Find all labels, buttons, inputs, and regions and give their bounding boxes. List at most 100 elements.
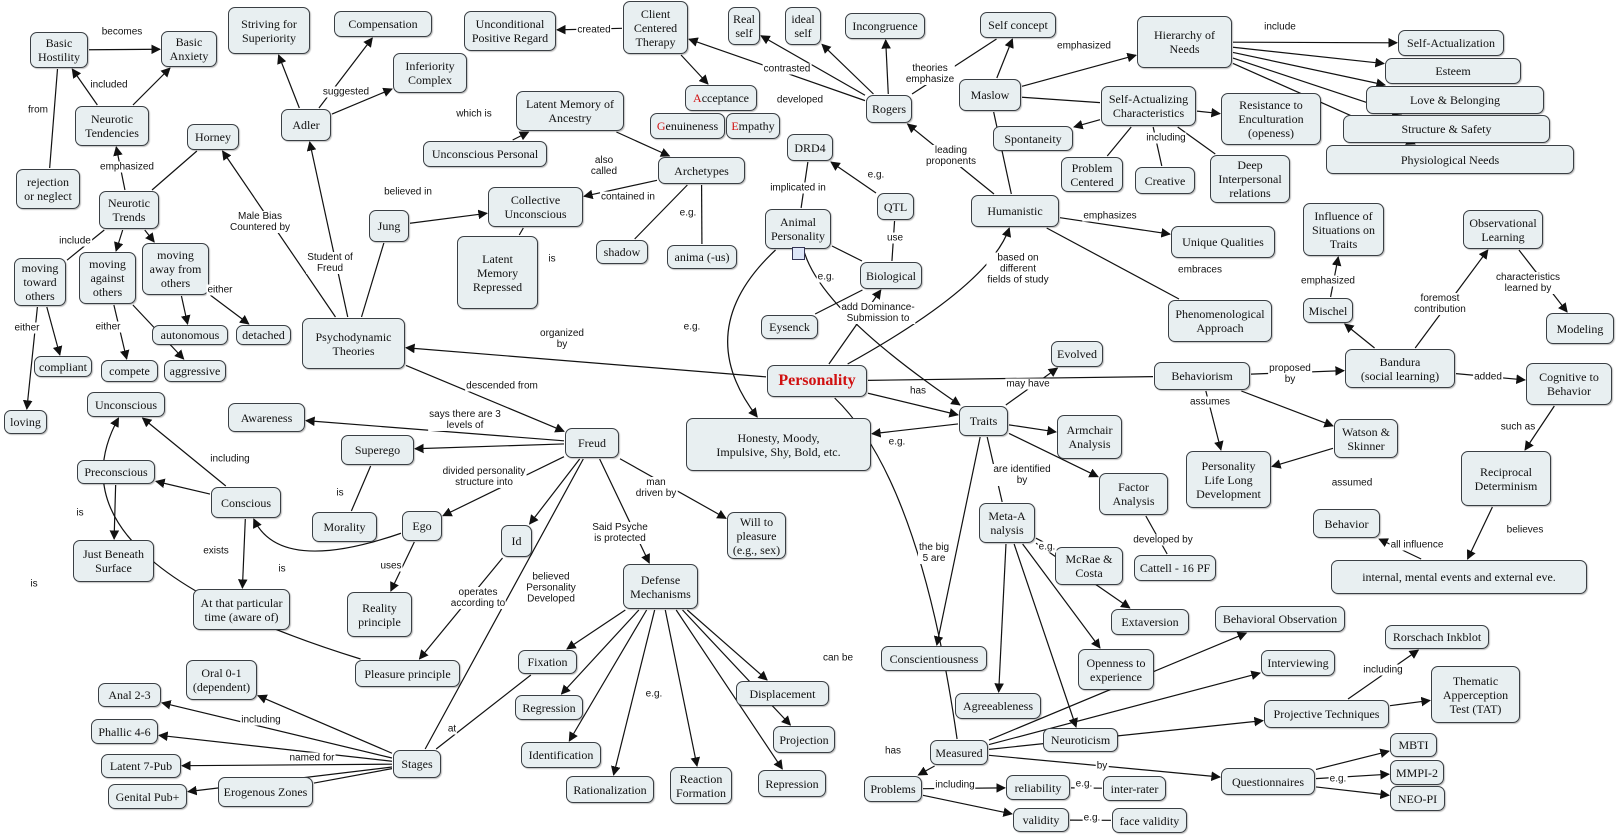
node-mcrae[interactable]: McRae & Costa [1055, 547, 1123, 585]
node-reality[interactable]: Reality principle [347, 592, 412, 637]
node-bandura[interactable]: Bandura (social learning) [1345, 349, 1455, 388]
node-collective[interactable]: Collective Unconscious [488, 187, 583, 227]
node-moving-away[interactable]: moving away from others [142, 243, 209, 295]
node-rejection[interactable]: rejection or neglect [16, 169, 80, 209]
node-neuroticism[interactable]: Neuroticism [1043, 728, 1118, 752]
node-autonomous[interactable]: autonomous [152, 325, 228, 345]
node-defense[interactable]: Defense Mechanisms [623, 564, 698, 609]
node-preconscious[interactable]: Preconscious [77, 460, 155, 484]
node-face-validity[interactable]: face validity [1112, 808, 1187, 833]
node-archetypes[interactable]: Archetypes [658, 157, 745, 184]
node-agreeableness[interactable]: Agreeableness [955, 693, 1041, 719]
node-eysenck[interactable]: Eysenck [761, 315, 818, 339]
node-resistance[interactable]: Resistance to Enculturation (openess) [1221, 93, 1321, 145]
node-reliability[interactable]: reliability [1006, 775, 1070, 800]
node-compliant[interactable]: compliant [34, 356, 92, 377]
node-self-act-char[interactable]: Self-Actualizing Characteristics [1101, 86, 1196, 126]
node-incongruence[interactable]: Incongruence [845, 13, 925, 39]
node-erogenous[interactable]: Erogenous Zones [218, 777, 313, 807]
node-personality-lifelong[interactable]: Personality Life Long Development [1186, 451, 1271, 508]
node-reciprocal[interactable]: Reciprocal Determinism [1461, 451, 1551, 506]
node-biological[interactable]: Biological [860, 262, 922, 289]
node-repression[interactable]: Repression [758, 770, 826, 797]
node-hierarchy[interactable]: Hierarchy of Needs [1137, 16, 1232, 68]
node-detached[interactable]: detached [236, 325, 291, 345]
node-self-concept[interactable]: Self concept [980, 12, 1056, 38]
node-rorschach[interactable]: Rorschach Inkblot [1385, 625, 1489, 649]
node-anal[interactable]: Anal 2-3 [98, 683, 161, 707]
node-basic-anxiety[interactable]: Basic Anxiety [161, 31, 217, 67]
node-reaction-formation[interactable]: Reaction Formation [670, 767, 732, 804]
node-extaversion[interactable]: Extaversion [1111, 609, 1189, 635]
node-neurotic-tendencies[interactable]: Neurotic Tendencies [75, 106, 149, 146]
node-behavior[interactable]: Behavior [1313, 509, 1380, 538]
node-structure[interactable]: Structure & Safety [1343, 115, 1550, 143]
node-at-that-time[interactable]: At that particular time (aware of) [193, 589, 290, 630]
node-influence-situations[interactable]: Influence of Situations on Traits [1303, 203, 1384, 256]
node-mbti[interactable]: MBTI [1390, 733, 1437, 757]
node-observational[interactable]: Observational Learning [1463, 210, 1543, 249]
node-inferiority[interactable]: Inferiority Complex [393, 53, 467, 93]
node-basic-hostility[interactable]: Basic Hostility [30, 32, 88, 68]
node-will-pleasure[interactable]: Will to pleasure (e.g., sex) [727, 512, 786, 559]
node-id[interactable]: Id [501, 525, 532, 557]
node-compete[interactable]: compete [101, 360, 158, 382]
node-behaviorism[interactable]: Behaviorism [1154, 362, 1250, 390]
node-ideal-self[interactable]: ideal self [785, 7, 821, 45]
node-genital[interactable]: Genital Pub+ [108, 784, 187, 809]
node-rogers[interactable]: Rogers [866, 95, 912, 123]
node-displacement[interactable]: Displacement [736, 681, 829, 706]
node-stages[interactable]: Stages [393, 750, 441, 778]
node-pleasure-principle[interactable]: Pleasure principle [355, 660, 460, 687]
node-freud[interactable]: Freud [565, 428, 619, 458]
node-esteem[interactable]: Esteem [1385, 58, 1521, 84]
node-conscientiousness[interactable]: Conscientiousness [881, 646, 987, 671]
node-moving-against[interactable]: moving against others [79, 252, 136, 304]
node-self-actualization[interactable]: Self-Actualization [1398, 30, 1504, 56]
node-superego[interactable]: Superego [341, 435, 414, 465]
node-animal-personality[interactable]: Animal Personality [765, 209, 831, 249]
node-neurotic-trends[interactable]: Neurotic Trends [99, 191, 159, 229]
node-identification[interactable]: Identification [521, 742, 601, 768]
node-latent-repressed[interactable]: Latent Memory Repressed [457, 236, 538, 309]
node-love[interactable]: Love & Belonging [1366, 86, 1544, 114]
node-questionnaires[interactable]: Questionnaires [1221, 768, 1315, 795]
node-physiological[interactable]: Physiological Needs [1326, 145, 1574, 174]
node-cattell[interactable]: Cattell - 16 PF [1134, 555, 1216, 581]
node-humanistic[interactable]: Humanistic [971, 195, 1059, 227]
node-fixation[interactable]: Fixation [518, 650, 577, 674]
node-evolved[interactable]: Evolved [1051, 341, 1103, 367]
node-adler[interactable]: Adler [281, 109, 331, 141]
node-oral[interactable]: Oral 0-1 (dependent) [186, 660, 257, 700]
node-creative[interactable]: Creative [1135, 167, 1195, 194]
node-loving[interactable]: loving [4, 410, 47, 434]
node-aggressive[interactable]: aggressive [164, 360, 226, 382]
node-compensation[interactable]: Compensation [334, 11, 432, 37]
node-problems[interactable]: Problems [864, 776, 922, 802]
node-interviewing[interactable]: Interviewing [1261, 650, 1335, 676]
node-inter-rater[interactable]: inter-rater [1103, 776, 1166, 801]
node-unconscious[interactable]: Unconscious [87, 392, 165, 417]
node-internal-mental[interactable]: internal, mental events and external eve… [1331, 560, 1587, 594]
node-unconscious-personal[interactable]: Unconscious Personal [423, 141, 547, 167]
node-spontaneity[interactable]: Spontaneity [993, 126, 1073, 151]
node-phallic[interactable]: Phallic 4-6 [91, 719, 158, 744]
node-armchair[interactable]: Armchair Analysis [1057, 415, 1122, 459]
node-personality[interactable]: Personality [767, 365, 867, 397]
resource-icon[interactable] [792, 247, 805, 260]
node-rationalization[interactable]: Rationalization [566, 776, 654, 803]
node-behavioral-observation[interactable]: Behavioral Observation [1215, 606, 1345, 632]
node-conscious[interactable]: Conscious [211, 487, 281, 518]
node-maslow[interactable]: Maslow [959, 79, 1021, 111]
node-projective[interactable]: Projective Techniques [1264, 700, 1389, 728]
node-qtl[interactable]: QTL [877, 193, 914, 220]
node-latent-memory-ancestry[interactable]: Latent Memory of Ancestry [516, 91, 624, 131]
node-unique-qualities[interactable]: Unique Qualities [1171, 226, 1275, 258]
node-just-beneath[interactable]: Just Beneath Surface [73, 540, 154, 582]
node-awareness[interactable]: Awareness [228, 403, 305, 432]
node-tat[interactable]: Thematic Apperception Test (TAT) [1431, 666, 1520, 723]
node-horney[interactable]: Horney [187, 124, 239, 150]
